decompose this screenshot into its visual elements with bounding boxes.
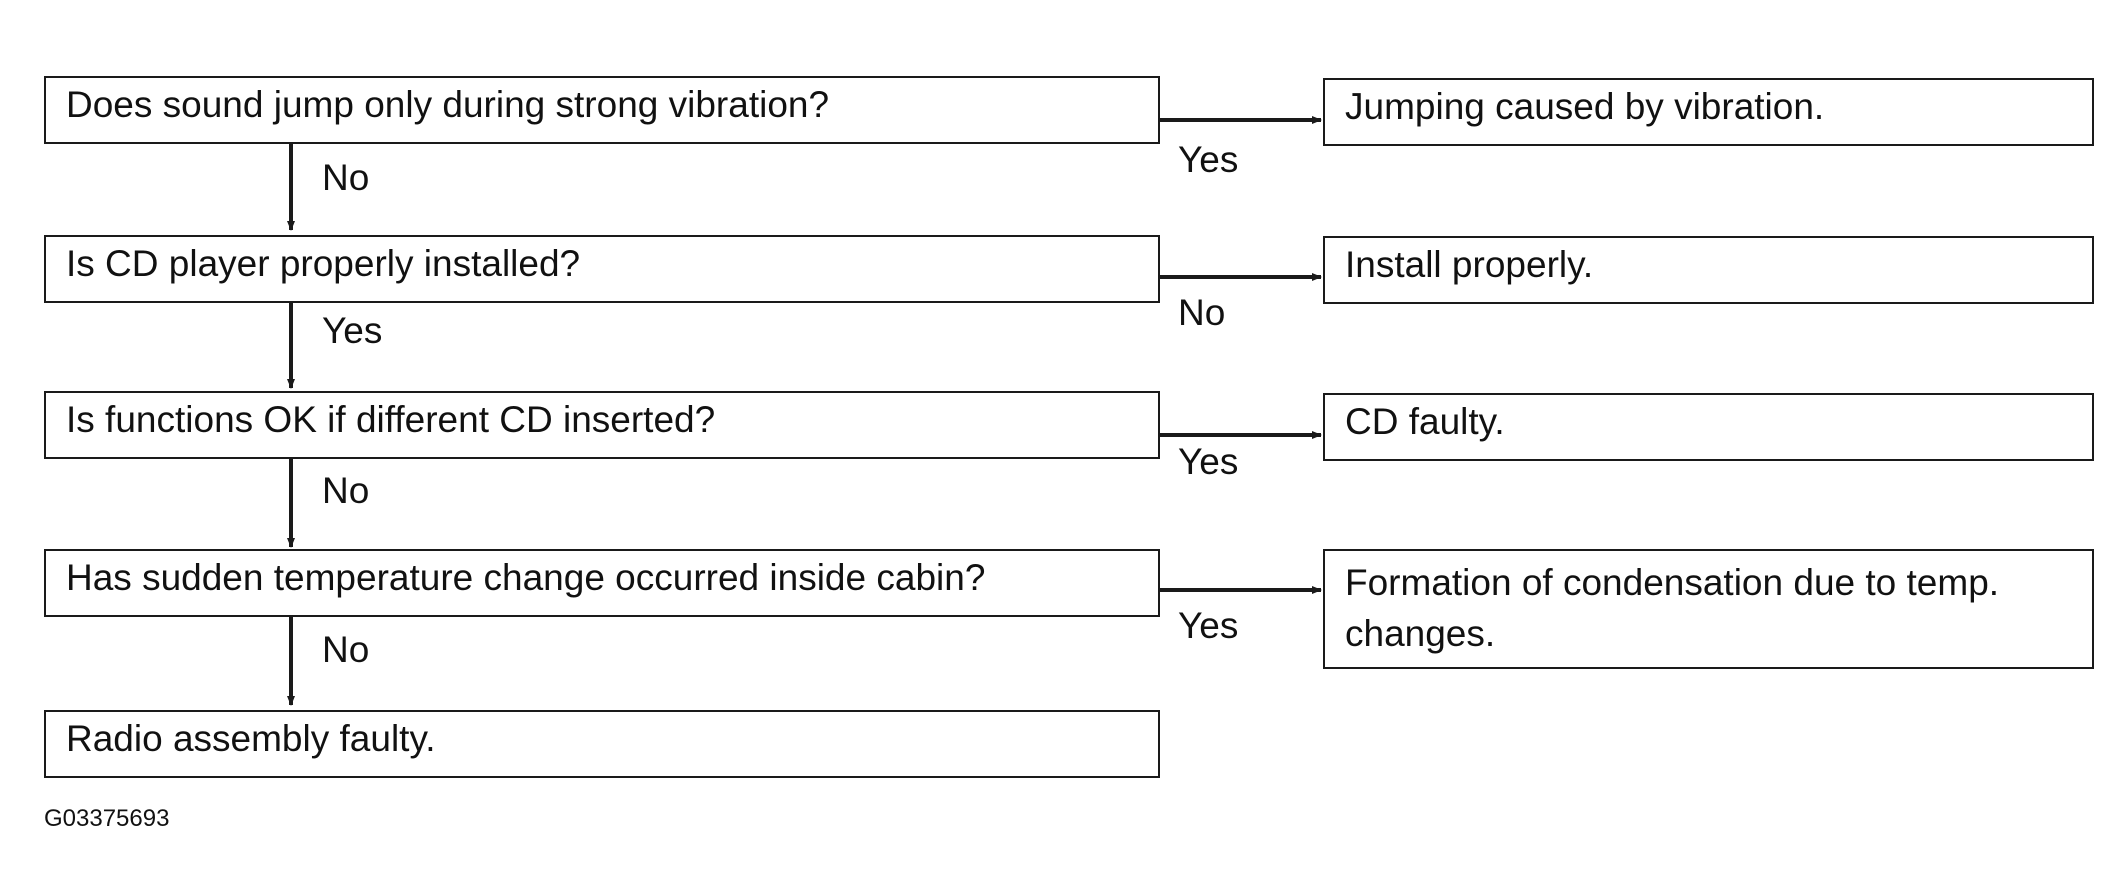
side-label-1: Yes (1178, 139, 1239, 180)
side-label-4: Yes (1178, 605, 1239, 646)
down-label-2: Yes (322, 310, 383, 351)
question-box-1: Does sound jump only during strong vibra… (44, 76, 1160, 144)
question-box-3: Is functions OK if different CD inserted… (44, 391, 1160, 459)
side-label-3: Yes (1178, 441, 1239, 482)
figure-code: G03375693 (44, 805, 170, 832)
side-label-2: No (1178, 292, 1226, 333)
final-result-box: Radio assembly faulty. (44, 710, 1160, 778)
down-label-4: No (322, 629, 370, 670)
result-box-1: Jumping caused by vibration. (1323, 78, 2094, 146)
down-label-1: No (322, 157, 370, 198)
result-box-4: Formation of condensation due to temp. c… (1323, 549, 2094, 669)
question-box-2: Is CD player properly installed? (44, 235, 1160, 303)
question-box-4: Has sudden temperature change occurred i… (44, 549, 1160, 617)
down-label-3: No (322, 470, 370, 511)
result-box-2: Install properly. (1323, 236, 2094, 304)
result-box-3: CD faulty. (1323, 393, 2094, 461)
